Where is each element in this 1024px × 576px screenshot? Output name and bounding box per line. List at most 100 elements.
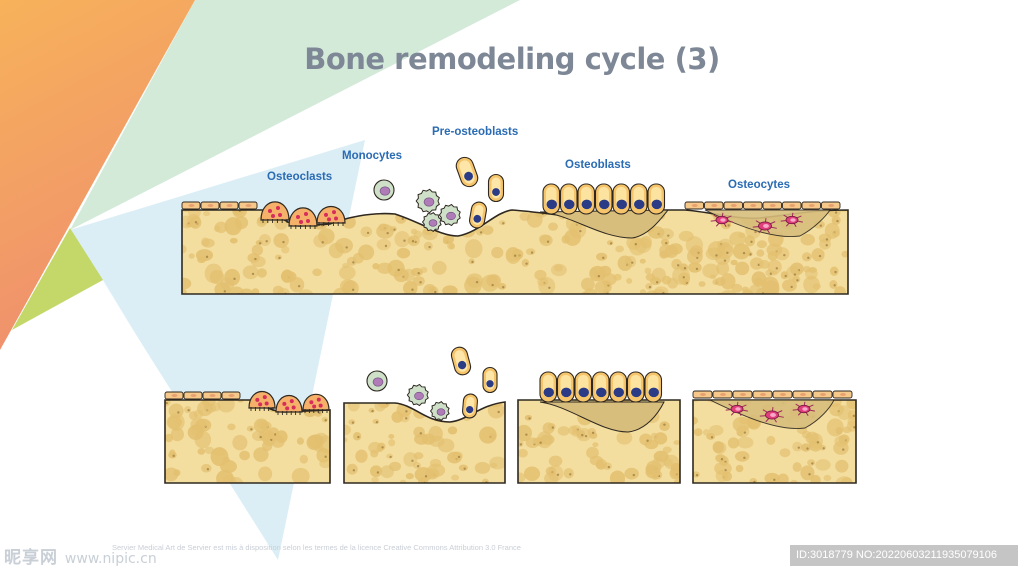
bone-dot: [677, 264, 680, 267]
bone-dot: [750, 240, 753, 244]
bone-spot: [720, 289, 737, 294]
osteoclast-nucleus: [278, 213, 282, 217]
bone-spot: [203, 403, 217, 414]
bone-spot: [371, 476, 379, 483]
bone-dot: [818, 254, 822, 258]
bone-spot: [765, 269, 774, 277]
bone-spot: [428, 471, 437, 478]
bone-spot: [247, 253, 260, 263]
bone-spot: [709, 274, 717, 280]
bone-spot: [412, 276, 425, 287]
bone-dot: [602, 256, 605, 260]
bone-dot: [172, 454, 175, 458]
bone-spot: [679, 263, 688, 272]
bone-spot: [837, 405, 852, 421]
bone-dot: [723, 259, 727, 262]
bone-spot: [792, 462, 802, 473]
osteoid: [539, 209, 670, 239]
pre-osteoblast-nucleus: [457, 360, 467, 370]
bone-spot: [800, 465, 815, 481]
bone-spot: [720, 273, 736, 290]
bone-spot: [372, 419, 380, 425]
bone-spot: [834, 286, 846, 294]
bone-dot: [834, 270, 837, 274]
bone-spot: [715, 277, 726, 286]
bone-spot: [308, 198, 320, 209]
bone-spot: [609, 470, 626, 483]
bone-spot: [234, 216, 249, 230]
bone-dot: [411, 459, 414, 463]
green-wedge: [70, 0, 520, 230]
lining-nucleus: [188, 204, 195, 207]
bone-spot: [557, 426, 570, 436]
bone-dot: [710, 436, 714, 439]
bone-spot: [525, 248, 536, 256]
bone-spot: [402, 268, 415, 282]
bone-spot: [360, 193, 376, 208]
osteoid: [539, 401, 665, 433]
bone-spot: [662, 446, 672, 454]
bone-spot: [458, 464, 468, 472]
bone-dot: [834, 211, 838, 214]
osteoclast-nucleus: [282, 401, 287, 406]
bone-spot: [328, 242, 344, 259]
bone-spot: [498, 220, 506, 226]
bone-spot: [391, 411, 404, 423]
bone-spot: [197, 448, 206, 455]
panel-resorption: [164, 391, 331, 484]
bone-spot: [237, 400, 244, 403]
monocyte-nucleus: [436, 408, 446, 416]
bone-spot: [613, 273, 622, 281]
bone-spot: [644, 267, 652, 275]
bone-spot: [741, 286, 749, 293]
bone-spot: [299, 454, 308, 464]
bone-dot: [265, 240, 268, 243]
bone-spot: [846, 400, 856, 410]
bone-dot: [352, 261, 355, 264]
lining-nucleus: [780, 393, 786, 396]
bone-spot: [403, 281, 418, 294]
bone-spot: [377, 442, 386, 451]
bone-dot: [352, 469, 356, 472]
bone-dot: [321, 241, 324, 244]
bone-dot: [551, 426, 555, 429]
bone-dot: [393, 228, 396, 231]
osteoblast-nucleus: [648, 387, 659, 398]
bone-spot: [369, 465, 383, 478]
bone-spot: [639, 433, 653, 446]
bone-spot: [256, 268, 267, 278]
bone-dot: [715, 254, 718, 257]
bone-spot: [653, 286, 669, 294]
bone-spot: [803, 275, 820, 294]
bone-spot: [239, 288, 254, 294]
bone-spot: [229, 237, 238, 244]
osteoclast-nucleus: [276, 206, 280, 210]
bone-spot: [829, 280, 838, 289]
bone-spot: [735, 261, 750, 276]
bone-spot: [626, 277, 633, 284]
bone-dot: [471, 260, 474, 264]
monocyte-nucleus: [428, 219, 438, 227]
pre-osteoblast: [482, 366, 498, 394]
bone-dot: [790, 285, 793, 289]
bone-outline: [343, 401, 506, 484]
bone-spot: [539, 234, 553, 247]
bone-dot: [259, 435, 262, 439]
bone-spot: [842, 426, 852, 434]
bone-dot: [382, 398, 384, 400]
bone-spot: [339, 265, 356, 280]
bone-spot: [811, 248, 825, 262]
bone-dot: [796, 279, 799, 282]
bone-spot: [833, 441, 849, 455]
lining-nucleus: [720, 393, 726, 396]
panel-reversal: [343, 346, 506, 484]
bone-spot: [800, 443, 812, 452]
bone-dot: [366, 231, 370, 235]
monocyte-nucleus: [423, 197, 435, 207]
bone-spot: [702, 263, 720, 279]
bone-spot: [780, 271, 789, 280]
bone-spot: [615, 245, 624, 253]
bone-spot: [601, 273, 617, 286]
bone-spot: [210, 447, 229, 467]
bone-spot: [227, 423, 236, 431]
